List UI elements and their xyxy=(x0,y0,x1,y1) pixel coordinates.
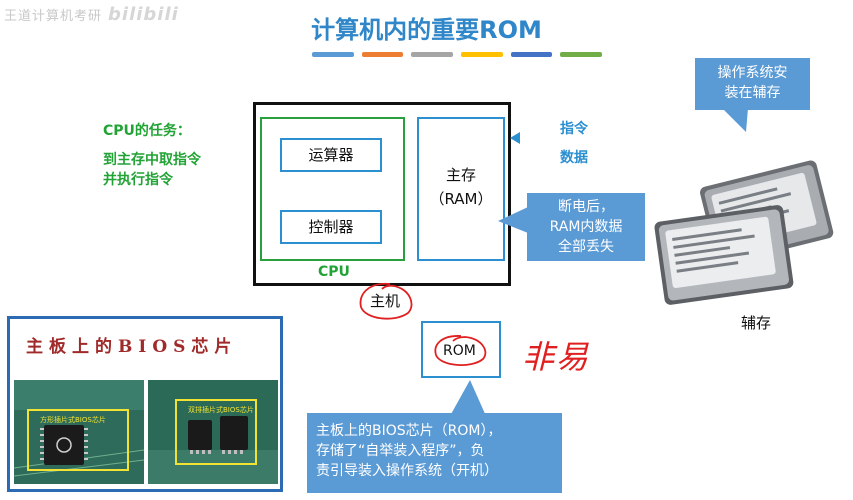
bios-photo-title: 主板上的BIOS芯片 xyxy=(26,337,238,357)
title-underline xyxy=(312,52,603,58)
cpu-box xyxy=(260,117,405,261)
host-label: 主机 xyxy=(370,292,401,310)
ram-box: 主存 （RAM） xyxy=(417,117,505,261)
cpu-task-line-2: 并执行指令 xyxy=(103,172,173,188)
control-unit-box: 控制器 xyxy=(280,210,382,244)
watermark: 王道计算机考研 bilibili xyxy=(4,4,179,25)
underline-segment-5 xyxy=(510,52,553,57)
ram-loss-line-2: RAM内数据 xyxy=(549,219,623,235)
bios-callout-line-2: 存储了“自举装入程序”，负 xyxy=(316,443,485,459)
rom-box xyxy=(421,321,501,378)
callout-pointer-ram xyxy=(498,207,528,233)
bios-callout-line-3: 责引导装入操作系统（开机） xyxy=(316,463,498,479)
aux-storage-label: 辅存 xyxy=(741,314,772,332)
host-circle-annotation xyxy=(359,283,413,320)
alu-box: 运算器 xyxy=(280,138,382,172)
ram-loss-line-3: 全部丢失 xyxy=(558,239,614,255)
hard-disk-icon xyxy=(654,160,834,305)
bios-callout-line-1: 主板上的BIOS芯片（ROM）， xyxy=(316,423,502,439)
left-arrow-icon xyxy=(510,132,520,144)
rom-label: ROM xyxy=(443,343,476,359)
ram-loss-line-1: 断电后， xyxy=(558,199,614,215)
slide-title: 计算机内的重要ROM xyxy=(311,16,542,44)
handwritten-annotation-text: 非易 xyxy=(522,338,591,376)
underline-segment-1 xyxy=(312,52,354,57)
ram-loss-callout: 断电后， RAM内数据 全部丢失 xyxy=(527,193,645,261)
bios-chip-photo-dual: 双排插片式BIOS芯片 xyxy=(148,380,278,484)
callout-pointer-bios xyxy=(450,380,486,416)
watermark-text: 王道计算机考研 xyxy=(4,9,103,24)
data-label: 数据 xyxy=(560,150,588,166)
chip-label-right: 双排插片式BIOS芯片 xyxy=(188,405,254,414)
cpu-task-line-1: 到主存中取指令 xyxy=(103,152,201,168)
underline-segment-3 xyxy=(411,52,454,57)
cpu-task-heading: CPU的任务： xyxy=(103,123,191,139)
os-installed-callout: 操作系统安 装在辅存 xyxy=(695,58,810,110)
handwritten-annotation: 非易 xyxy=(514,320,594,380)
cpu-label: CPU xyxy=(318,264,350,280)
chip-label-left: 方形插片式BIOS芯片 xyxy=(40,415,106,424)
underline-segment-6 xyxy=(560,52,603,57)
os-installed-line-2: 装在辅存 xyxy=(724,85,781,101)
bios-callout: 主板上的BIOS芯片（ROM）， 存储了“自举装入程序”，负 责引导装入操作系统… xyxy=(307,413,562,493)
underline-segment-2 xyxy=(361,52,404,57)
os-installed-line-1: 操作系统安 xyxy=(717,65,788,81)
underline-segment-4 xyxy=(461,52,503,57)
callout-pointer-os xyxy=(722,108,748,132)
instruction-label: 指令 xyxy=(560,121,588,137)
ram-label: 主存 xyxy=(445,166,476,184)
bios-chip-photo-square: 方形插片式BIOS芯片 xyxy=(14,380,144,484)
ram-abbrev: （RAM） xyxy=(429,190,493,208)
rom-circle-annotation xyxy=(434,335,487,366)
cpu-task-description: 到主存中取指令 并执行指令 xyxy=(103,150,201,190)
bilibili-logo: bilibili xyxy=(108,4,179,25)
